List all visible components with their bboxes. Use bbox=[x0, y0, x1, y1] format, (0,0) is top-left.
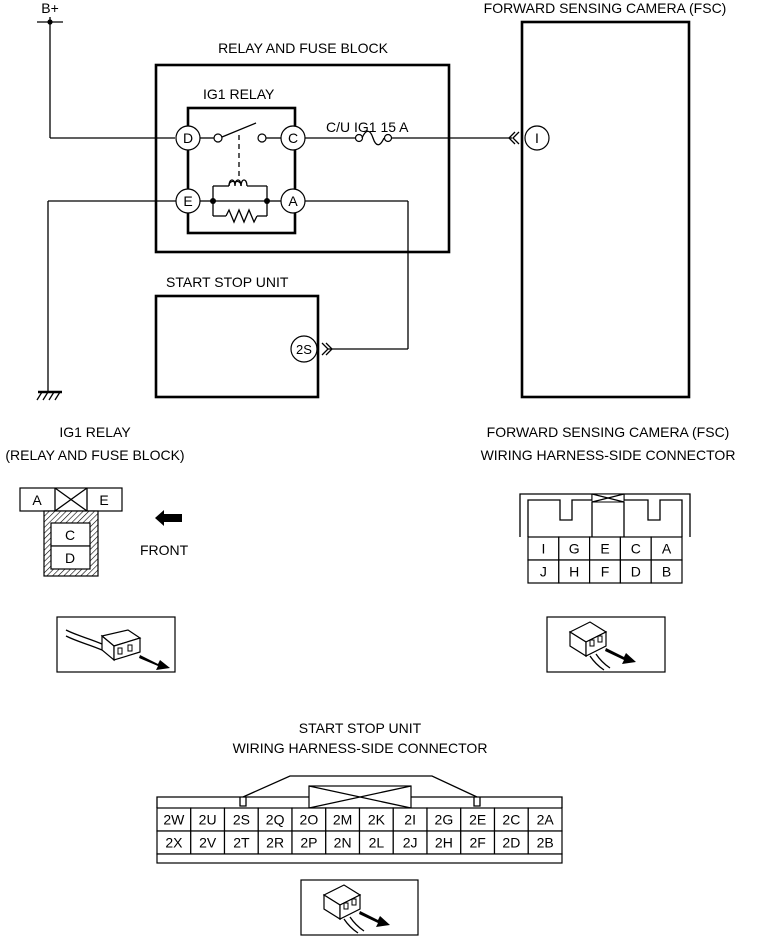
relay-switch bbox=[200, 122, 281, 180]
terminal-2s bbox=[290, 335, 318, 363]
ssu-pin-label: 2P bbox=[300, 835, 317, 851]
ground-symbol bbox=[36, 390, 62, 401]
start-stop-unit-box bbox=[154, 294, 320, 399]
ig1-connector-title-1: IG1 RELAY bbox=[59, 424, 131, 440]
ssu-pin-label: 2R bbox=[266, 835, 284, 851]
fsc-connector-title-1: FORWARD SENSING CAMERA (FSC) bbox=[487, 424, 730, 440]
ssu-pin-label: 2F bbox=[469, 835, 485, 851]
fsc-pin-label: D bbox=[631, 564, 641, 580]
ssu-pin-label: 2H bbox=[435, 835, 453, 851]
ssu-pin-label: 2W bbox=[163, 812, 185, 828]
terminal-i-label: I bbox=[535, 130, 539, 146]
ssu-pin-label: 2Q bbox=[266, 812, 285, 828]
fsc-pin-label: F bbox=[601, 564, 610, 580]
fsc-box bbox=[520, 20, 691, 399]
ssu-pin-label: 2T bbox=[233, 835, 250, 851]
relay-fuse-block-box bbox=[154, 63, 451, 254]
fsc-pin-label: E bbox=[600, 541, 609, 557]
ig1-connector-title-2: (RELAY AND FUSE BLOCK) bbox=[5, 447, 184, 463]
terminal-e-label: E bbox=[183, 193, 192, 209]
ssu-pin-label: 2E bbox=[469, 812, 486, 828]
terminal-a-label: A bbox=[288, 193, 298, 209]
fsc-connector: FORWARD SENSING CAMERA (FSC) WIRING HARN… bbox=[481, 424, 736, 673]
b-plus-node bbox=[47, 19, 53, 25]
ssu-pin-label: 2K bbox=[368, 812, 386, 828]
ig1-pin-a: A bbox=[32, 492, 42, 508]
ig1-pin-c: C bbox=[65, 527, 75, 543]
fsc-pin-label: C bbox=[631, 541, 641, 557]
ssu-pin-label: 2O bbox=[300, 812, 319, 828]
ssu-connector: START STOP UNIT WIRING HARNESS-SIDE CONN… bbox=[156, 720, 563, 936]
fuse-label: C/U IG1 15 A bbox=[326, 119, 409, 135]
front-label: FRONT bbox=[140, 542, 189, 558]
ssu-pin-label: 2S bbox=[233, 812, 250, 828]
fsc-pin-label: A bbox=[662, 541, 672, 557]
fsc-pin-label: B bbox=[662, 564, 671, 580]
ssu-pin-label: 2I bbox=[404, 812, 416, 828]
ssu-pin-label: 2J bbox=[403, 835, 418, 851]
ssu-pin-label: 2A bbox=[537, 812, 555, 828]
ssu-connector-title-2: WIRING HARNESS-SIDE CONNECTOR bbox=[233, 740, 488, 756]
relay-coil bbox=[200, 179, 281, 224]
ig1-pin-e: E bbox=[99, 492, 108, 508]
fsc-pin-cell bbox=[650, 559, 683, 584]
ssu-pin-label: 2X bbox=[165, 835, 183, 851]
ig1-relay-label: IG1 RELAY bbox=[203, 86, 275, 102]
ig1-relay-connector: IG1 RELAY (RELAY AND FUSE BLOCK) A E C D… bbox=[5, 424, 189, 673]
ssu-pin-label: 2B bbox=[537, 835, 554, 851]
fsc-pin-grid: I G E C A J H F D B bbox=[527, 536, 683, 584]
connector-plug-icon bbox=[65, 629, 170, 670]
connector-plug-icon bbox=[568, 621, 636, 671]
ssu-pin-label: 2N bbox=[334, 835, 352, 851]
ssu-pin-label: 2M bbox=[333, 812, 352, 828]
ssu-pin-label: 2L bbox=[369, 835, 385, 851]
connector-mark-2s bbox=[321, 342, 333, 356]
fsc-pin-label: H bbox=[569, 564, 579, 580]
terminal-i bbox=[524, 125, 550, 151]
terminal-d-label: D bbox=[183, 130, 193, 146]
fsc-pin-label: J bbox=[540, 564, 547, 580]
terminal-2s-label: 2S bbox=[296, 342, 312, 357]
ig1-pin-d: D bbox=[65, 550, 75, 566]
relay-fuse-block-label: RELAY AND FUSE BLOCK bbox=[218, 40, 389, 56]
fsc-pin-label: G bbox=[569, 541, 580, 557]
ssu-pin-label: 2D bbox=[502, 835, 520, 851]
schematic: B+ RELAY AND FUSE BLOCK IG1 RELAY D C E … bbox=[36, 0, 727, 401]
ssu-pin-label: 2U bbox=[199, 812, 217, 828]
start-stop-unit-label: START STOP UNIT bbox=[166, 274, 289, 290]
ssu-pin-label: 2V bbox=[199, 835, 217, 851]
ssu-pin-label: 2G bbox=[435, 812, 454, 828]
connector-mark-i bbox=[508, 131, 520, 145]
ssu-pin-label: 2C bbox=[502, 812, 520, 828]
ig1-relay-box bbox=[186, 106, 297, 235]
ssu-pin-grid: 2W 2U 2S 2Q 2O 2M 2K 2I 2G 2E 2C 2A 2X 2V 2T 2R 2P 2N 2L 2J… bbox=[156, 807, 563, 855]
ssu-connector-title-1: START STOP UNIT bbox=[299, 720, 422, 736]
fsc-title-label: FORWARD SENSING CAMERA (FSC) bbox=[484, 0, 727, 16]
fsc-connector-title-2: WIRING HARNESS-SIDE CONNECTOR bbox=[481, 447, 736, 463]
connector-plug-icon bbox=[322, 884, 390, 934]
terminal-c-label: C bbox=[288, 130, 298, 146]
fsc-pin-label: I bbox=[541, 541, 545, 557]
b-plus-label: B+ bbox=[41, 0, 59, 16]
front-arrow-icon bbox=[155, 510, 182, 526]
